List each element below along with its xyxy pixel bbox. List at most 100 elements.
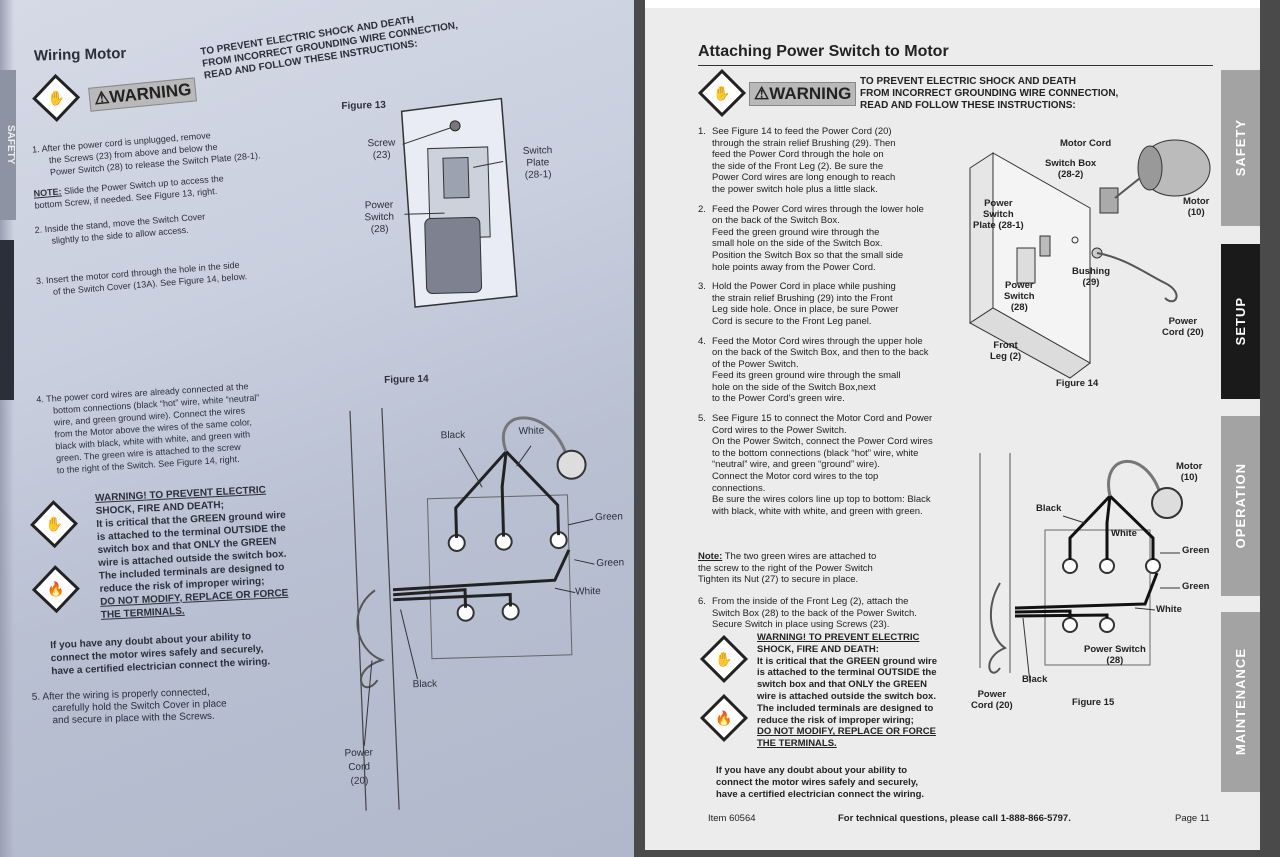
note-block: Note: The two green wires are attached t… [698, 551, 876, 586]
step-line: Power Cord wires are long enough to reac… [712, 172, 896, 184]
right-figure-15-drawing [979, 453, 1183, 684]
fig14-power-switch-line: (28) [1010, 302, 1028, 313]
left-fig14-power-cord-line: Power [344, 747, 374, 760]
right-warning-block-line: SHOCK, FIRE AND DEATH: [757, 643, 879, 655]
fig14-bushing-line: Bushing [1072, 266, 1110, 277]
step-line: Cord is secure to the Front Leg panel. [712, 315, 872, 327]
note-line: The two green wires are attached to [722, 551, 877, 562]
right-figure-14-drawing [969, 139, 1211, 379]
step-line: through the strain relief Brushing (29).… [712, 137, 896, 149]
left-fig14-black-label-bottom: Black [412, 678, 438, 691]
step-line: Cord wires to the Power Switch. [712, 424, 847, 436]
left-fig14-green-label-2: Green [596, 557, 625, 570]
right-doubt-line: have a certified electrician connect the… [716, 788, 925, 800]
fig15-motor-label: Motor (10) [1176, 461, 1202, 483]
step-line: On the Power Switch, connect the Power C… [712, 436, 933, 448]
fig15-white-label-right: White [1156, 604, 1182, 615]
step-line: See Figure 14 to feed the Power Cord (20… [712, 126, 892, 137]
right-doubt-text: If you have any doubt about your ability… [716, 765, 924, 800]
step-line: feed the Power Cord through the hole on [712, 149, 884, 161]
right-warning-text: TO PREVENT ELECTRIC SHOCK AND DEATH FROM… [860, 76, 1118, 112]
step-line: connections. [712, 482, 766, 494]
step-number: 3. [698, 281, 706, 293]
step-line: the power switch hole plus a little slac… [712, 183, 878, 195]
note-line: the screw to the right of the Power Swit… [698, 562, 873, 574]
right-warning-block-line: It is critical that the GREEN ground wir… [757, 655, 937, 667]
left-figure-13-drawing [400, 97, 518, 308]
fig15-power-switch-line: Power Switch [1084, 644, 1146, 655]
fig15-power-cord-line: Power [977, 689, 1007, 700]
left-warning-block: WARNING! TO PREVENT ELECTRIC SHOCK, FIRE… [95, 483, 291, 622]
step-line: See Figure 15 to connect the Motor Cord … [712, 413, 933, 425]
fig15-title: Figure 15 [1072, 697, 1115, 708]
instruction-steps: 1. See Figure 14 to feed the Power Cord … [698, 126, 958, 525]
fig15-power-switch-line: (28) [1106, 655, 1124, 666]
tab-safety[interactable]: SAFETY [1221, 70, 1260, 226]
right-warning-block: WARNING! TO PREVENT ELECTRIC SHOCK, FIRE… [757, 632, 937, 750]
left-step-5: 5. After the wiring is properly connecte… [32, 686, 227, 727]
fig14-power-switch-label: Power Switch (28) [1004, 280, 1035, 313]
step-line: From the inside of the Front Leg (2), at… [712, 596, 909, 607]
fig15-motor-line: Motor [1176, 461, 1203, 472]
right-warning-line: READ AND FOLLOW THESE INSTRUCTIONS: [860, 100, 1076, 111]
step-number: 5. [698, 413, 706, 425]
step-line: hole on the side of the Switch Box,next [712, 381, 876, 393]
right-warning-block-line: THE TERMINALS. [757, 738, 837, 750]
step-line: Switch Box (28) to the back of the Power… [712, 607, 917, 619]
step-line: on the back of the Switch Box. [712, 215, 840, 227]
step-line: Hold the Power Cord in place while pushi… [712, 281, 896, 293]
fig15-black-label: Black [1036, 503, 1062, 514]
tab-maintenance[interactable]: MAINTENANCE [1221, 612, 1260, 792]
step-line: Be sure the wires colors line up top to … [712, 494, 931, 506]
step-number: 1. [698, 126, 706, 137]
right-warning-line: FROM INCORRECT GROUNDING WIRE CONNECTION… [860, 88, 1119, 99]
right-warning-block-heading: WARNING! TO PREVENT ELECTRIC [757, 632, 920, 643]
fig14-power-switch-plate-line: Plate (28-1) [973, 220, 1024, 231]
tab-operation[interactable]: OPERATION [1221, 416, 1260, 596]
right-warning-block-line: The included terminals are designed to [757, 702, 934, 714]
fig15-power-cord-line: Cord (20) [971, 700, 1013, 711]
step-line: to the Power Cord's green wire. [712, 393, 845, 405]
fig14-front-leg-line: Leg (2) [990, 351, 1022, 362]
tab-setup[interactable]: SETUP [1221, 244, 1260, 399]
step-5: 5. See Figure 15 to connect the Motor Co… [698, 413, 958, 517]
fig14-power-cord-label: Power Cord (20) [1162, 316, 1204, 338]
fig14-bushing-line: (29) [1082, 277, 1100, 288]
fig14-power-switch-line: Power [1005, 280, 1034, 291]
tab-operation-label: OPERATION [1233, 463, 1248, 549]
right-warning-line: TO PREVENT ELECTRIC SHOCK AND DEATH [860, 76, 1076, 87]
note-label: Note: [698, 551, 723, 562]
step-line: Feed its green ground wire through the s… [712, 370, 901, 382]
right-warning-block-line: wire is attached outside the switch box. [757, 690, 936, 702]
scanned-manual-page: Attaching Power Switch to Motor ✋ ⚠WARNI… [645, 8, 1260, 850]
fig14-motor-cord-label: Motor Cord [1060, 138, 1112, 149]
photo-manual-page: SAFETY Wiring Motor ✋ ⚠WARNING TO PREVEN… [0, 0, 634, 857]
step-line: Secure Switch in place using Screws (23)… [712, 619, 890, 631]
right-warning-block-line: reduce the risk of improper wiring; [757, 714, 914, 726]
fig14-switch-box-line: (28-2) [1057, 169, 1084, 180]
step-line: Connect the Motor cord wires to the top [712, 471, 879, 483]
left-fig14-power-cord-line: Cord [348, 761, 371, 774]
left-fig14-power-cord-line: (20) [350, 775, 369, 788]
scan-frame-bottom [634, 850, 1280, 857]
step-line: Leg side hole. Once in place, be sure Po… [712, 304, 899, 316]
left-fig14-green-label-1: Green [594, 511, 623, 524]
right-warning-block-line: switch box and that ONLY the GREEN [757, 679, 927, 691]
step-line: on the back of the Switch Box, and then … [712, 347, 929, 359]
left-fig14-power-cord-label: Power Cord (20) [344, 746, 374, 789]
fig14-motor-line: Motor [1183, 196, 1210, 207]
fig14-power-switch-plate-label: Power Switch Plate (28-1) [973, 198, 1024, 231]
left-side-tab-label: SAFETY [5, 125, 16, 165]
step-line: with black, white with white, and green … [712, 505, 923, 517]
scan-frame-right [1260, 0, 1280, 857]
step-line: the side of the Front Leg (2). Be sure t… [712, 160, 884, 172]
fig14-power-switch-plate-line: Switch [983, 209, 1014, 220]
fig15-green-label-1: Green [1182, 545, 1210, 556]
fig14-power-switch-plate-line: Power [984, 198, 1013, 209]
footer-item-number: Item 60564 [708, 813, 756, 824]
footer-phone: For technical questions, please call 1-8… [838, 813, 1071, 824]
left-side-tab: SAFETY [0, 70, 16, 220]
fig14-power-switch-line: Switch [1004, 291, 1035, 302]
scan-frame-left [634, 0, 645, 857]
step-6: 6. From the inside of the Front Leg (2),… [698, 596, 917, 631]
